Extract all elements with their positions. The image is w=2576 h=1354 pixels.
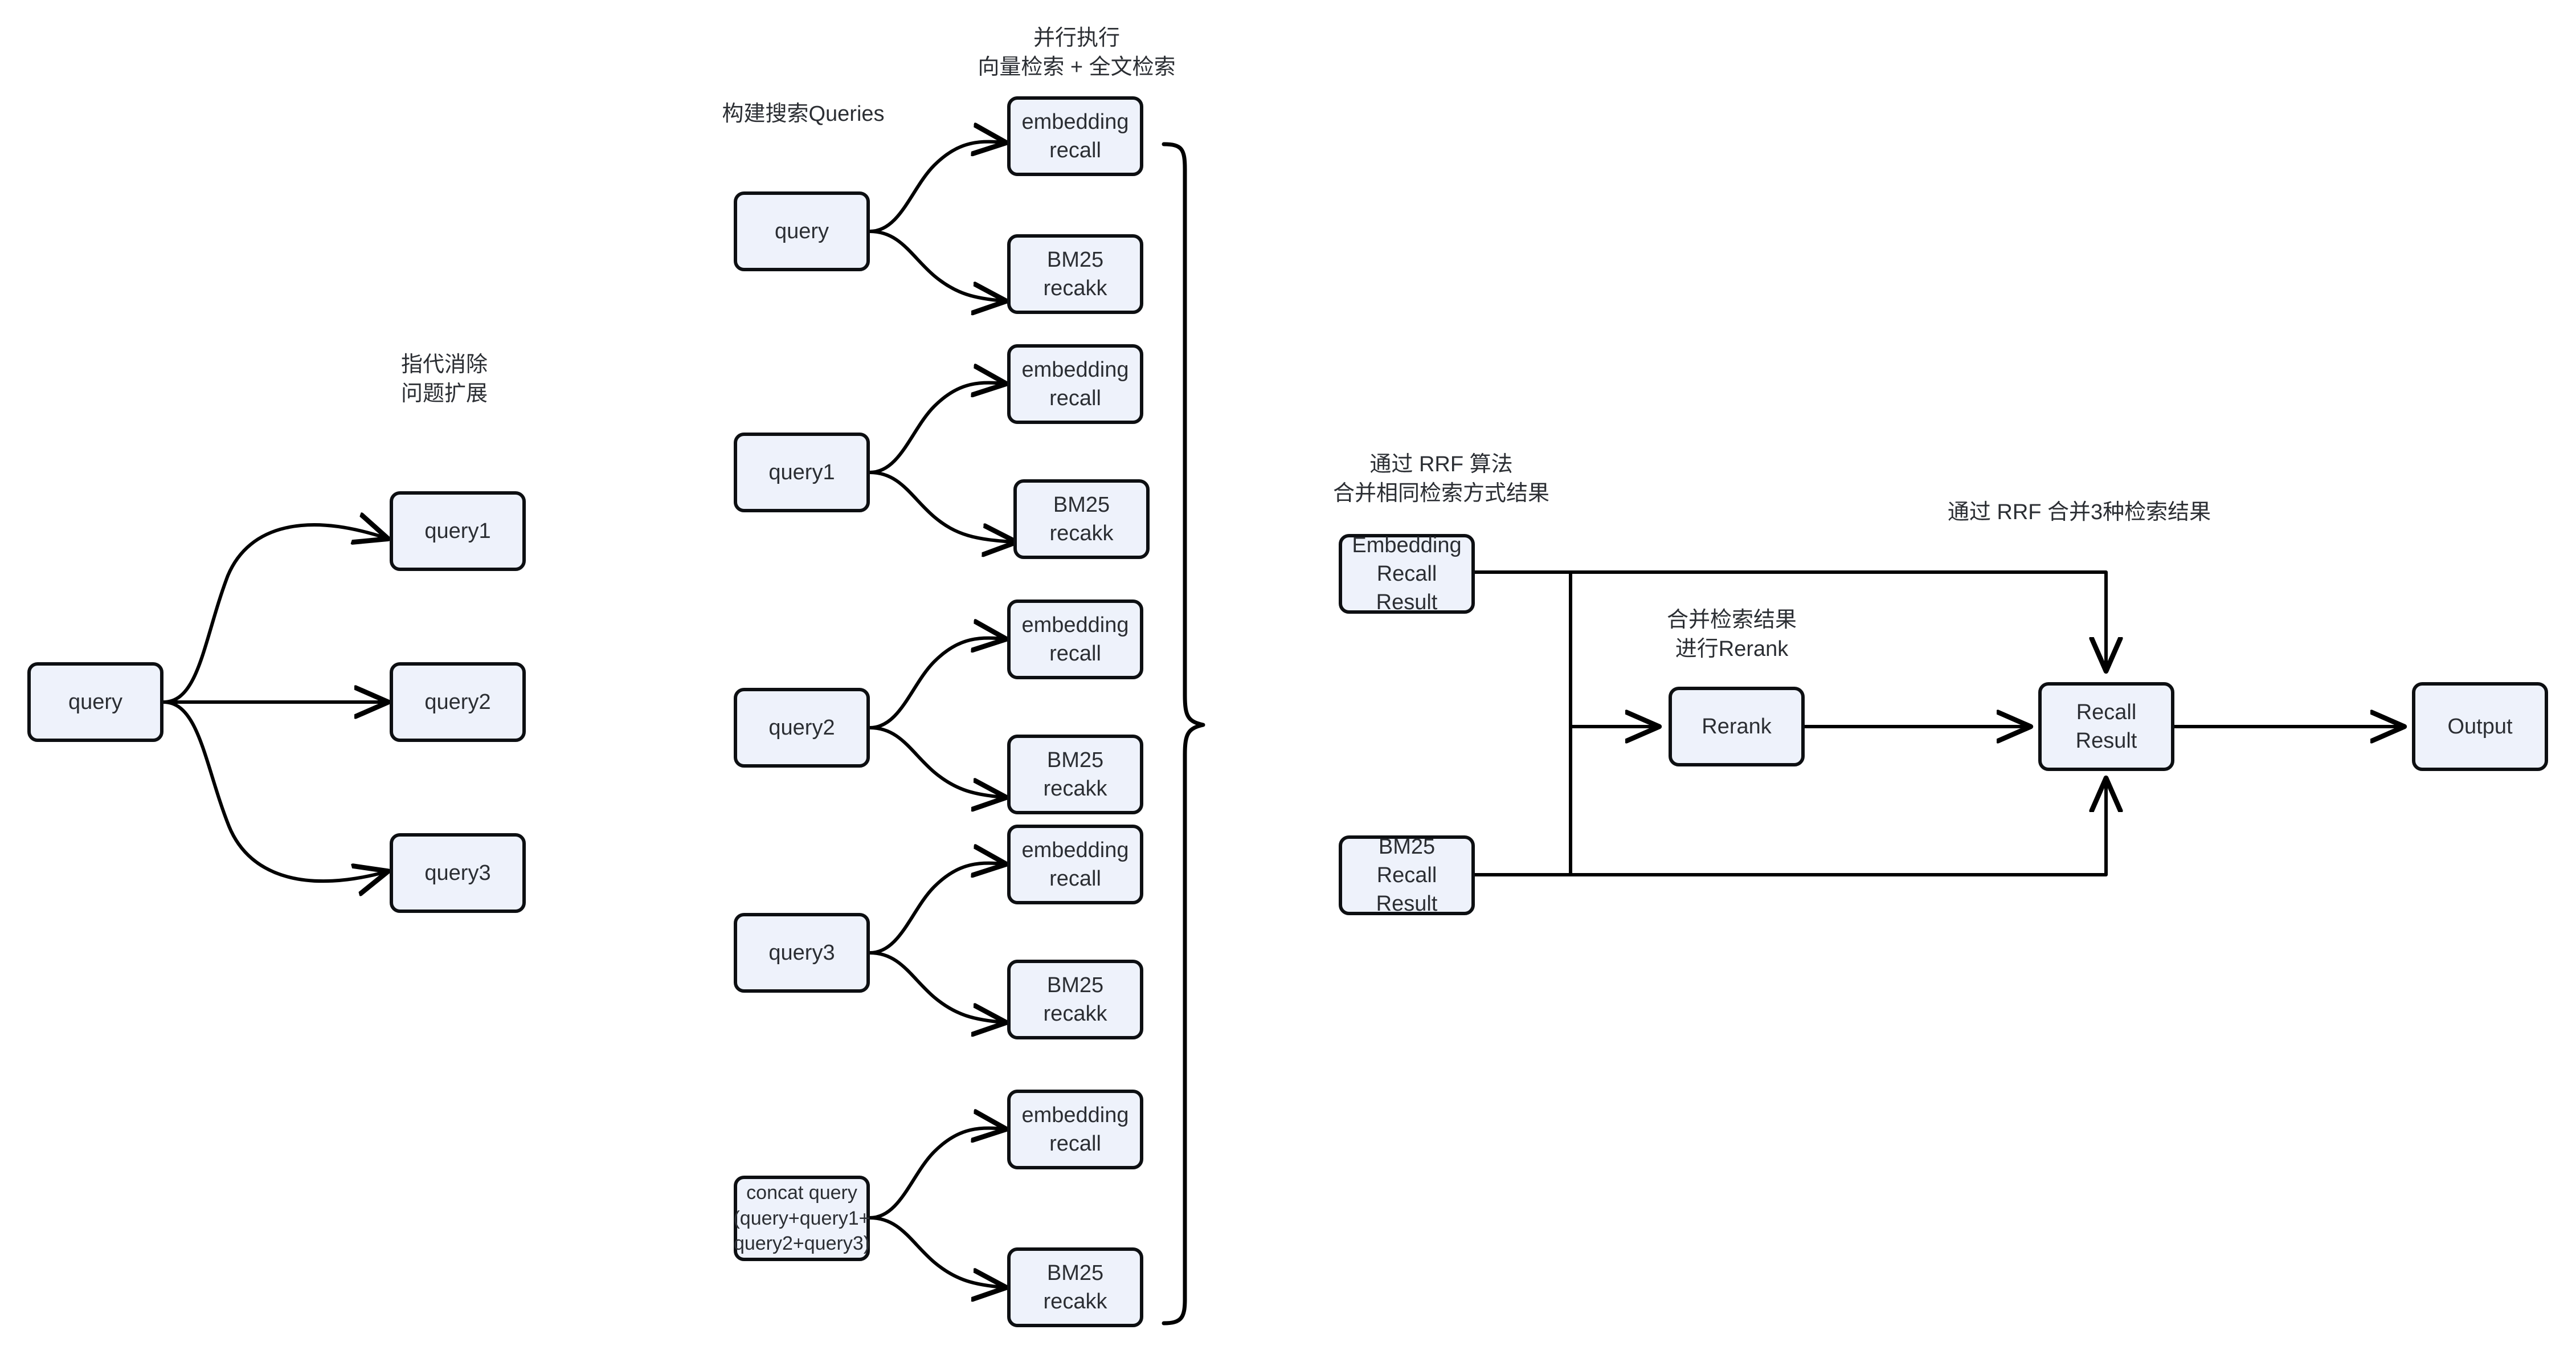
- node-stage2-bm25-recall-row3[interactable]: BM25 recakk: [1007, 735, 1143, 814]
- node-stage2-bm25-recall-row4[interactable]: BM25 recakk: [1007, 960, 1143, 1039]
- edge-query-to-query3: [162, 700, 386, 881]
- node-stage1-query2[interactable]: query2: [390, 662, 526, 742]
- node-recall-result[interactable]: Recall Result: [2038, 682, 2174, 771]
- node-stage2-concat-query-row5[interactable]: concat query (query+query1+ query2+query…: [733, 1176, 870, 1261]
- node-stage2-embedding-recall-row2[interactable]: embedding recall: [1007, 344, 1143, 424]
- node-stage2-query-row3[interactable]: query2: [734, 688, 870, 768]
- node-stage1-query1[interactable]: query1: [390, 491, 526, 571]
- note-rrf-same-method: 通过 RRF 算法 合并相同检索方式结果: [1332, 452, 1549, 505]
- note-rrf-three-results: 通过 RRF 合并3种检索结果: [1947, 500, 2211, 524]
- edge-bm25-result-to-recall-result: [1473, 781, 2106, 876]
- edge-s2r4-to-bm25: [868, 951, 1004, 1022]
- node-bm25-recall-result[interactable]: BM25 Recall Result: [1339, 835, 1475, 916]
- node-stage2-bm25-recall-row5[interactable]: BM25 recakk: [1007, 1247, 1143, 1327]
- node-stage2-embedding-recall-row4[interactable]: embedding recall: [1007, 825, 1143, 904]
- node-stage2-bm25-recall-row1[interactable]: BM25 recakk: [1007, 234, 1143, 314]
- edge-s2r2-to-embedding: [868, 383, 1004, 474]
- node-output[interactable]: Output: [2412, 682, 2548, 771]
- edge-s2r5-to-embedding: [868, 1128, 1004, 1220]
- edge-s2r3-to-embedding: [868, 638, 1004, 729]
- edge-embedding-result-to-recall-result: [1473, 570, 2106, 668]
- note-build-queries: 构建搜索Queries: [722, 102, 885, 126]
- note-parallel-exec: 并行执行 向量检索 + 全文检索: [978, 26, 1176, 79]
- node-stage2-query-row4[interactable]: query3: [734, 913, 870, 993]
- node-stage1-query[interactable]: query: [27, 662, 163, 742]
- edge-s2r2-to-bm25: [868, 471, 1014, 542]
- edge-s2r3-to-bm25: [868, 726, 1004, 797]
- node-stage2-embedding-recall-row5[interactable]: embedding recall: [1007, 1090, 1143, 1169]
- node-stage2-query-row2[interactable]: query1: [734, 433, 870, 512]
- grouping-brace: [1162, 142, 1205, 1326]
- edge-query-to-query1: [162, 525, 386, 704]
- node-stage1-query3[interactable]: query3: [390, 833, 526, 913]
- node-stage2-query-row1[interactable]: query: [734, 191, 870, 271]
- note-rewrite: 指代消除 问题扩展: [400, 353, 488, 406]
- node-stage2-embedding-recall-row1[interactable]: embedding recall: [1007, 96, 1143, 176]
- edge-s2r5-to-bm25: [868, 1216, 1004, 1287]
- edge-s2r1-to-bm25: [868, 230, 1004, 301]
- node-rerank[interactable]: Rerank: [1669, 687, 1805, 766]
- node-embedding-recall-result[interactable]: Embedding Recall Result: [1339, 533, 1475, 614]
- node-stage2-bm25-recall-row2[interactable]: BM25 recakk: [1013, 479, 1150, 559]
- edge-s2r1-to-embedding: [868, 142, 1004, 233]
- edge-s2r4-to-embedding: [868, 863, 1004, 955]
- note-merge-rerank: 合并检索结果 进行Rerank: [1666, 608, 1797, 661]
- node-stage2-embedding-recall-row3[interactable]: embedding recall: [1007, 599, 1143, 679]
